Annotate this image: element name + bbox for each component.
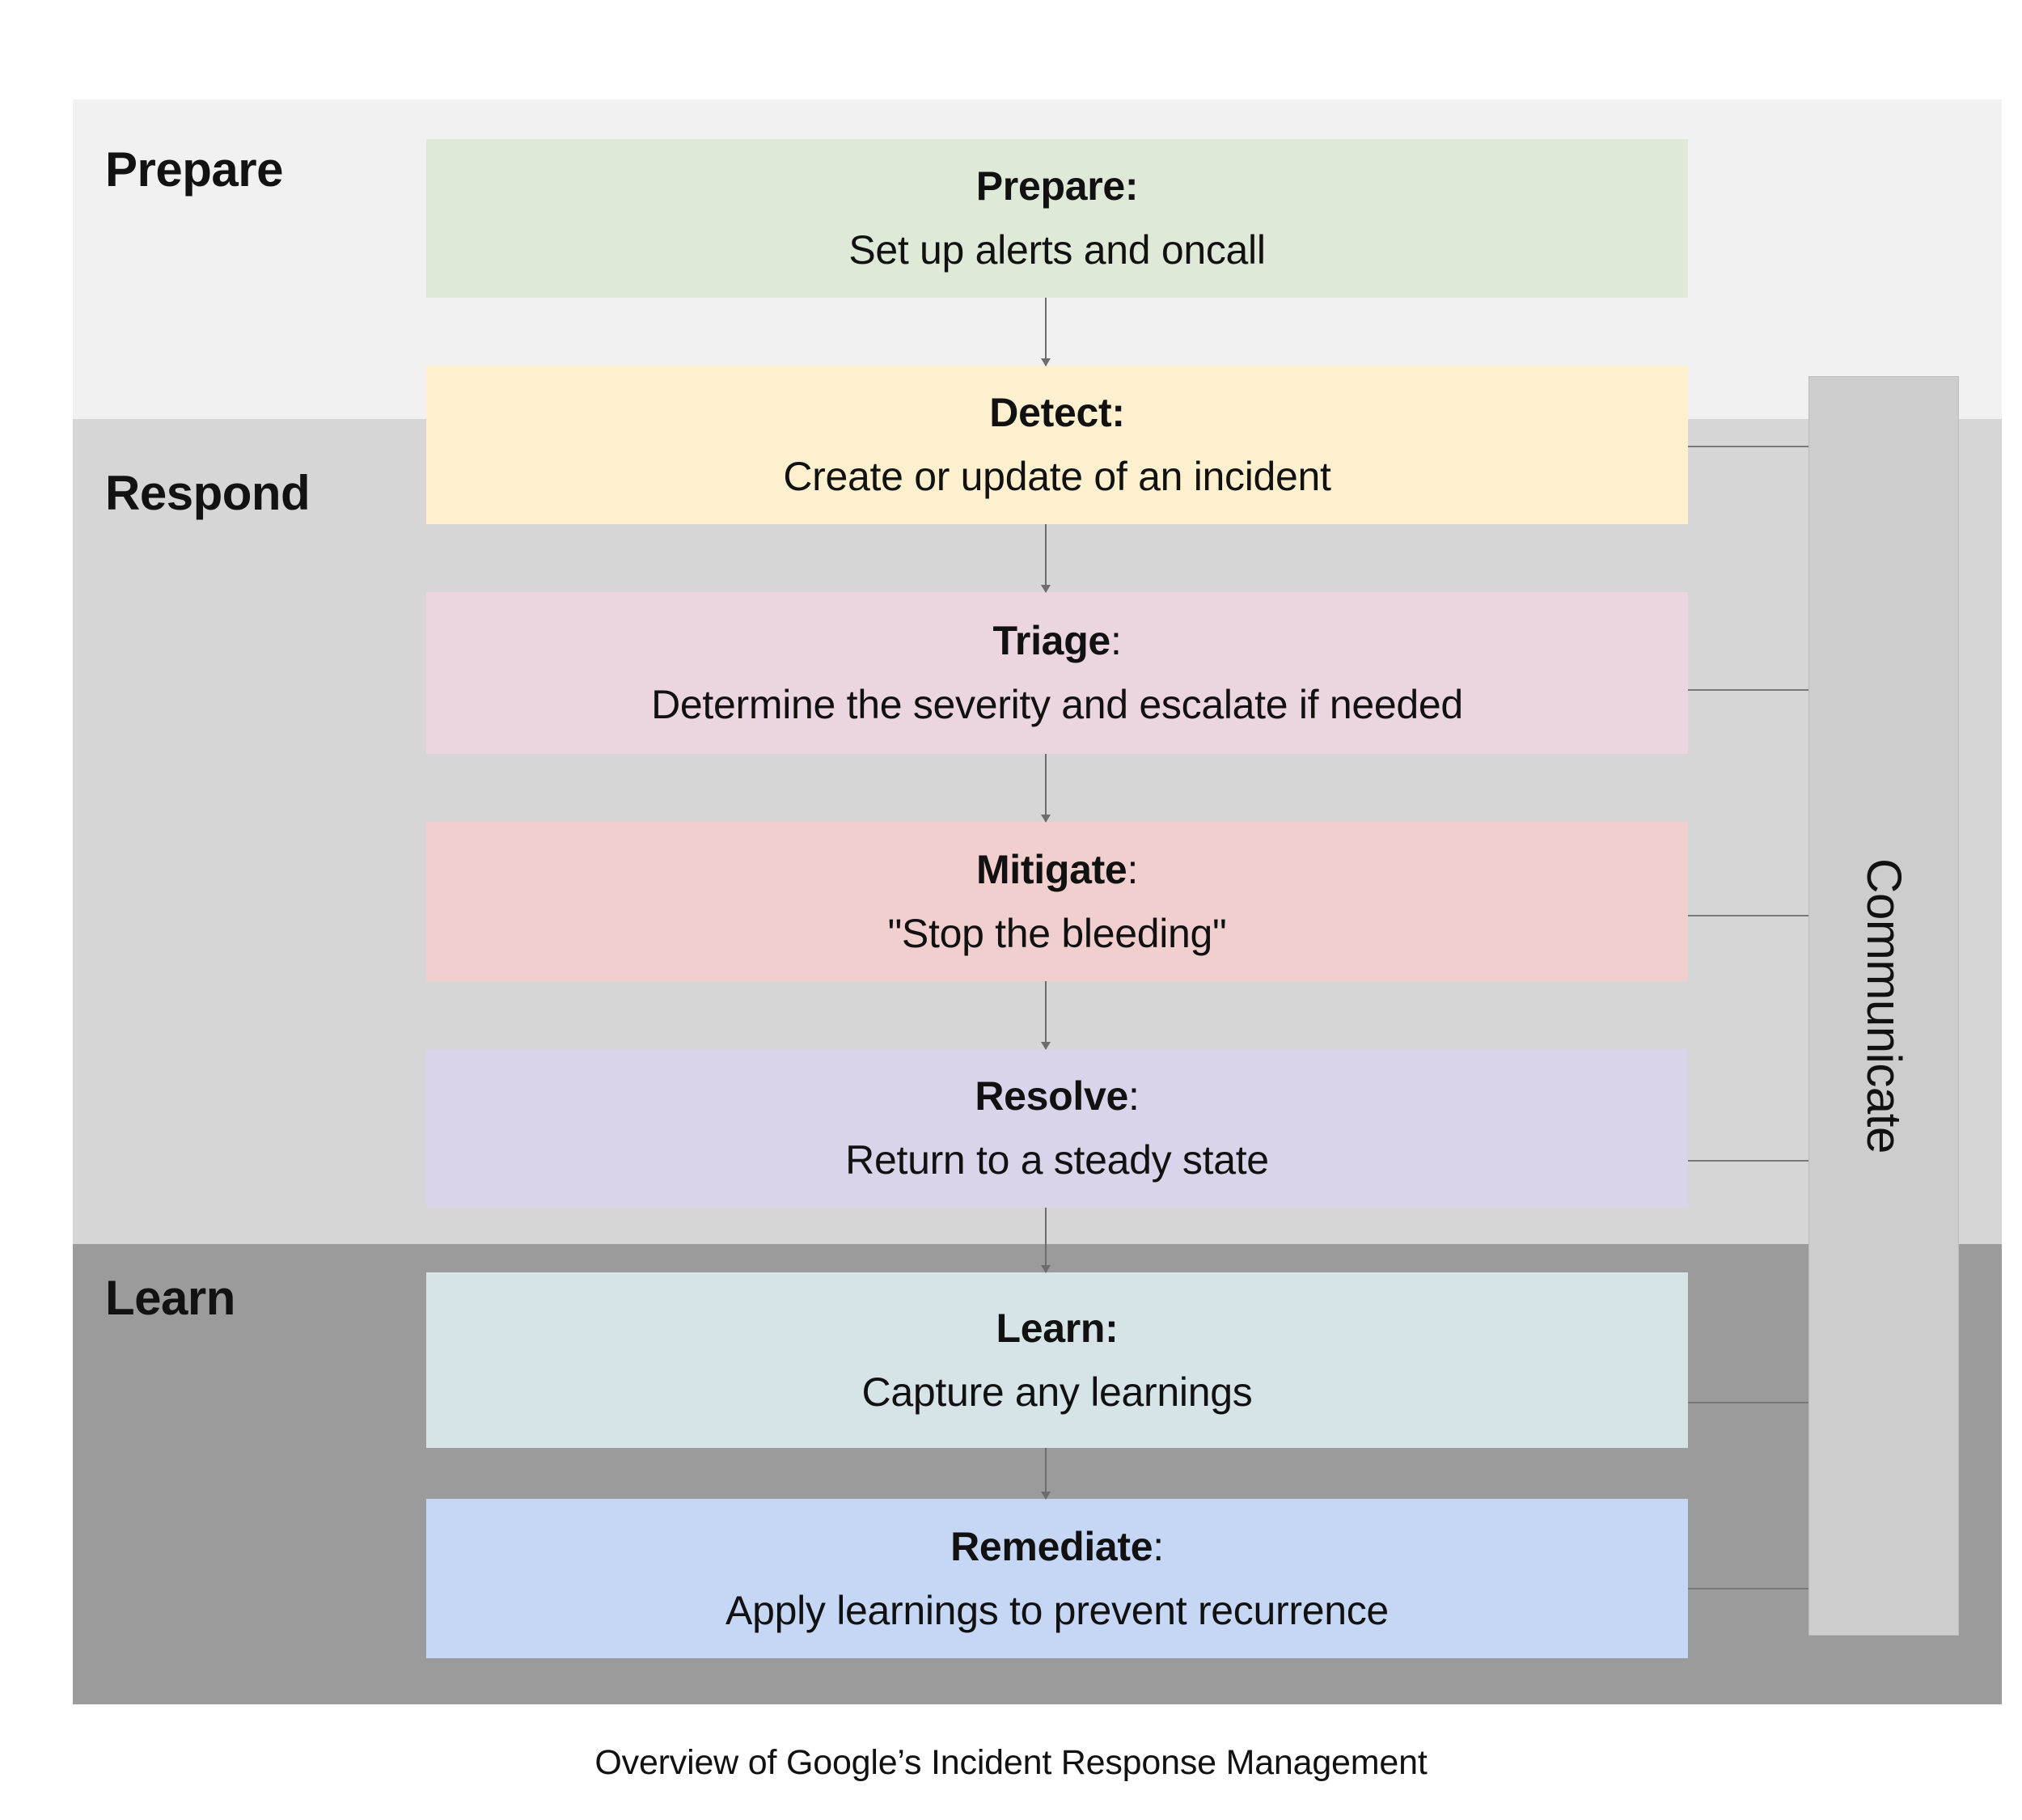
stage-description-learn: Capture any learnings	[861, 1369, 1253, 1415]
stage-keyword-mitigate: Mitigate	[975, 846, 1127, 892]
stage-box-learn[interactable]: Learn: Capture any learnings	[426, 1272, 1688, 1448]
stage-title-resolve: Resolve:	[975, 1073, 1140, 1119]
communicate-connector-resolve	[1688, 1160, 1809, 1162]
stage-title-triage: Triage:	[992, 620, 1121, 662]
stage-box-resolve[interactable]: Resolve: Return to a steady state	[426, 1049, 1688, 1208]
stage-separator-remediate: :	[1153, 1523, 1164, 1569]
stage-box-remediate[interactable]: Remediate: Apply learnings to prevent re…	[426, 1499, 1688, 1658]
stage-separator-prepare: :	[1124, 163, 1139, 209]
stage-title-detect: Detect:	[989, 390, 1125, 435]
stage-box-triage[interactable]: Triage: Determine the severity and escal…	[426, 592, 1688, 754]
stage-box-detect[interactable]: Detect: Create or update of an incident	[426, 366, 1688, 524]
stage-keyword-resolve: Resolve	[975, 1073, 1129, 1119]
stage-box-prepare[interactable]: Prepare: Set up alerts and oncall	[426, 139, 1688, 298]
communicate-connector-remediate	[1688, 1588, 1809, 1589]
stage-separator-detect: :	[1111, 390, 1125, 435]
communicate-connector-mitigate	[1688, 915, 1809, 916]
flow-arrow-mitigate-to-resolve	[1041, 981, 1051, 1050]
stage-description-detect: Create or update of an incident	[783, 454, 1331, 499]
stage-separator-resolve: :	[1128, 1073, 1140, 1119]
stage-separator-learn: :	[1105, 1305, 1119, 1351]
stage-separator-triage: :	[1110, 618, 1122, 663]
stage-description-prepare: Set up alerts and oncall	[848, 227, 1266, 273]
stage-title-remediate: Remediate:	[950, 1523, 1164, 1569]
band-label-learn: Learn	[105, 1271, 235, 1325]
stage-keyword-remediate: Remediate	[950, 1523, 1153, 1569]
stage-keyword-learn: Learn	[996, 1305, 1106, 1351]
stage-separator-mitigate: :	[1127, 846, 1139, 892]
flow-arrow-resolve-to-learn	[1041, 1208, 1051, 1273]
stage-title-mitigate: Mitigate:	[975, 846, 1139, 892]
communicate-connector-detect	[1688, 446, 1809, 447]
communicate-label: Communicate	[1856, 858, 1911, 1153]
diagram-caption: Overview of Google’s Incident Response M…	[594, 1743, 1428, 1782]
stage-keyword-triage: Triage	[992, 618, 1110, 663]
flow-arrow-detect-to-triage	[1041, 524, 1051, 593]
flow-arrow-prepare-to-detect	[1041, 298, 1051, 366]
stage-box-mitigate[interactable]: Mitigate: "Stop the bleeding"	[426, 822, 1688, 981]
stage-description-resolve: Return to a steady state	[845, 1137, 1269, 1183]
flow-arrow-triage-to-mitigate	[1041, 754, 1051, 823]
stage-description-triage: Determine the severity and escalate if n…	[651, 682, 1463, 727]
stage-keyword-detect: Detect	[989, 390, 1112, 435]
communicate-column[interactable]: Communicate	[1808, 376, 1959, 1636]
stage-description-mitigate: "Stop the bleeding"	[887, 910, 1227, 956]
stage-title-learn: Learn:	[996, 1305, 1119, 1351]
stage-title-prepare: Prepare:	[976, 165, 1139, 208]
band-label-prepare: Prepare	[105, 142, 283, 197]
stage-keyword-prepare: Prepare	[975, 163, 1125, 209]
band-label-respond: Respond	[105, 466, 311, 520]
communicate-connector-learn	[1688, 1402, 1809, 1403]
communicate-connector-triage	[1688, 689, 1809, 691]
stage-description-remediate: Apply learnings to prevent recurrence	[725, 1587, 1389, 1633]
flow-arrow-learn-to-remediate	[1041, 1448, 1051, 1500]
